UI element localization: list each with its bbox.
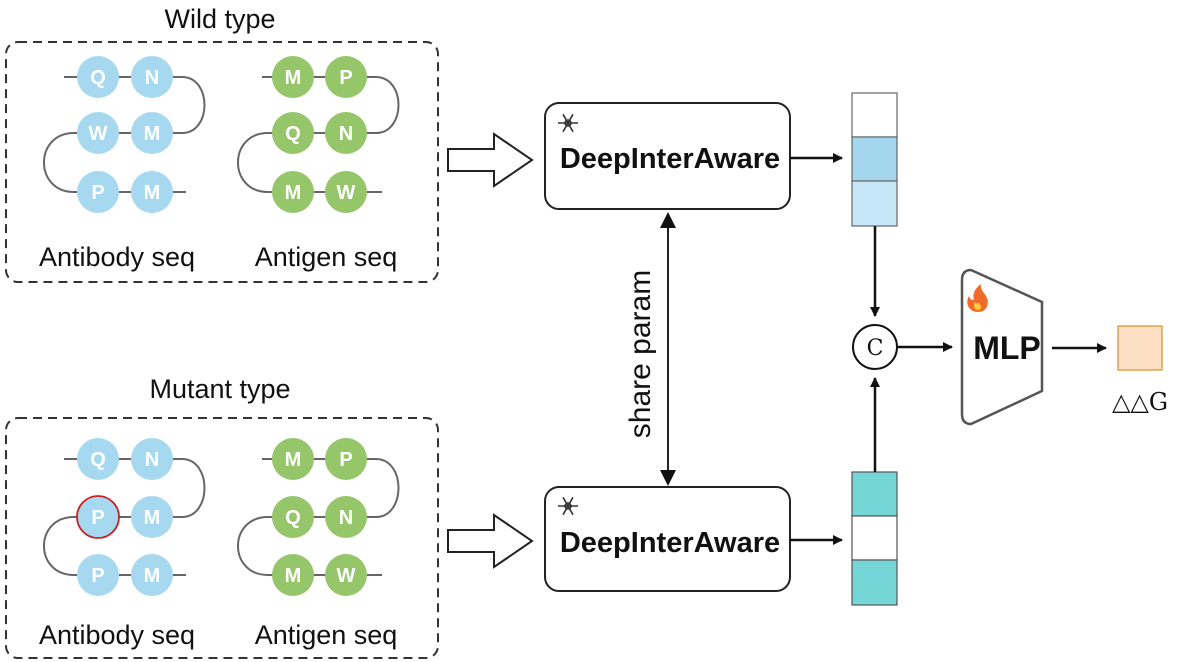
ddg-output-box bbox=[1117, 325, 1163, 371]
wild-antibody-residue-3: W bbox=[77, 112, 119, 154]
mutant-antigen-residue-3: Q bbox=[272, 496, 314, 538]
svg-text:W: W bbox=[89, 123, 108, 145]
wild-antibody-residue-5: P bbox=[77, 171, 119, 213]
snowflake-icon bbox=[558, 113, 578, 133]
wild-type-title: Wild type bbox=[164, 4, 275, 34]
mutant-embedding-vector bbox=[851, 471, 898, 606]
mutant-antigen-residue-6: W bbox=[325, 554, 367, 596]
svg-text:M: M bbox=[144, 182, 161, 204]
mutant-antibody-residue-6: M bbox=[131, 554, 173, 596]
svg-text:Q: Q bbox=[90, 449, 106, 471]
svg-text:Q: Q bbox=[90, 67, 106, 89]
wild-antigen-label: Antigen seq bbox=[255, 242, 398, 272]
wild-antigen-residue-3: Q bbox=[272, 112, 314, 154]
wild-antibody-residue-4: M bbox=[131, 112, 173, 154]
svg-text:M: M bbox=[285, 182, 302, 204]
mlp-label: MLP bbox=[973, 330, 1041, 366]
mutant-antibody-residue-1: Q bbox=[77, 438, 119, 480]
wild-antigen-residue-5: M bbox=[272, 171, 314, 213]
svg-text:P: P bbox=[91, 507, 104, 529]
mutant-antigen-residue-5: M bbox=[272, 554, 314, 596]
svg-text:N: N bbox=[339, 123, 353, 145]
mutant-antibody-residue-4: M bbox=[131, 496, 173, 538]
svg-text:P: P bbox=[339, 449, 352, 471]
svg-text:M: M bbox=[285, 565, 302, 587]
wild-antigen-residue-1: M bbox=[272, 56, 314, 98]
svg-text:W: W bbox=[337, 182, 356, 204]
concat-node: C bbox=[852, 324, 898, 370]
mutant-type-frame bbox=[5, 417, 439, 659]
svg-text:W: W bbox=[337, 565, 356, 587]
wild-antigen-chain: M P Q N M W bbox=[237, 56, 400, 213]
wild-antibody-residue-6: M bbox=[131, 171, 173, 213]
svg-text:P: P bbox=[339, 67, 352, 89]
svg-text:M: M bbox=[144, 507, 161, 529]
share-param-label: share param bbox=[624, 270, 657, 438]
svg-text:M: M bbox=[144, 123, 161, 145]
wild-antibody-label: Antibody seq bbox=[39, 242, 195, 272]
wild-embedding-vector bbox=[851, 92, 898, 227]
mlp-block: MLP bbox=[960, 268, 1044, 426]
deepinteraware-top-label: DeepInterAware bbox=[560, 143, 780, 175]
wild-antigen-residue-6: W bbox=[325, 171, 367, 213]
svg-text:N: N bbox=[145, 67, 159, 89]
mutant-antigen-residue-2: P bbox=[325, 438, 367, 480]
wild-antibody-residue-1: Q bbox=[77, 56, 119, 98]
svg-text:M: M bbox=[144, 565, 161, 587]
mutant-antibody-residue-5: P bbox=[77, 554, 119, 596]
svg-text:M: M bbox=[285, 449, 302, 471]
deepinteraware-top-module: DeepInterAware bbox=[544, 102, 791, 210]
mutant-antigen-label: Antigen seq bbox=[255, 620, 398, 650]
mutant-antibody-label: Antibody seq bbox=[39, 620, 195, 650]
wild-type-panel: Wild type Q N W M P bbox=[5, 4, 439, 283]
mutant-input-arrow bbox=[447, 513, 534, 569]
mutant-antigen-chain: M P Q N M W bbox=[237, 438, 400, 596]
mutant-antibody-chain: Q N P M P M bbox=[43, 438, 206, 596]
svg-text:N: N bbox=[145, 449, 159, 471]
wild-antibody-residue-2: N bbox=[131, 56, 173, 98]
mutated-residue: P bbox=[76, 495, 120, 539]
wild-antibody-chain: Q N W M P M bbox=[43, 56, 206, 213]
svg-text:P: P bbox=[91, 182, 104, 204]
snowflake-icon bbox=[558, 496, 578, 516]
ddg-label: △△G bbox=[1112, 388, 1168, 416]
wild-type-frame bbox=[5, 41, 439, 283]
svg-text:M: M bbox=[285, 67, 302, 89]
deepinteraware-bottom-module: DeepInterAware bbox=[544, 486, 791, 592]
mutant-type-title: Mutant type bbox=[149, 374, 290, 404]
wild-antigen-residue-2: P bbox=[325, 56, 367, 98]
mutant-antibody-residue-2: N bbox=[131, 438, 173, 480]
mutant-antigen-residue-4: N bbox=[325, 496, 367, 538]
fire-icon bbox=[967, 284, 988, 312]
mutant-type-panel: Mutant type Q N P M P bbox=[5, 374, 439, 659]
svg-text:N: N bbox=[339, 507, 353, 529]
mutant-antigen-residue-1: M bbox=[272, 438, 314, 480]
svg-text:Q: Q bbox=[285, 123, 301, 145]
deepinteraware-bottom-label: DeepInterAware bbox=[560, 527, 780, 559]
wild-input-arrow bbox=[447, 132, 534, 188]
share-param-connector: share param bbox=[624, 212, 676, 486]
svg-text:P: P bbox=[91, 565, 104, 587]
wild-antigen-residue-4: N bbox=[325, 112, 367, 154]
concat-symbol: C bbox=[867, 336, 884, 361]
svg-text:Q: Q bbox=[285, 507, 301, 529]
